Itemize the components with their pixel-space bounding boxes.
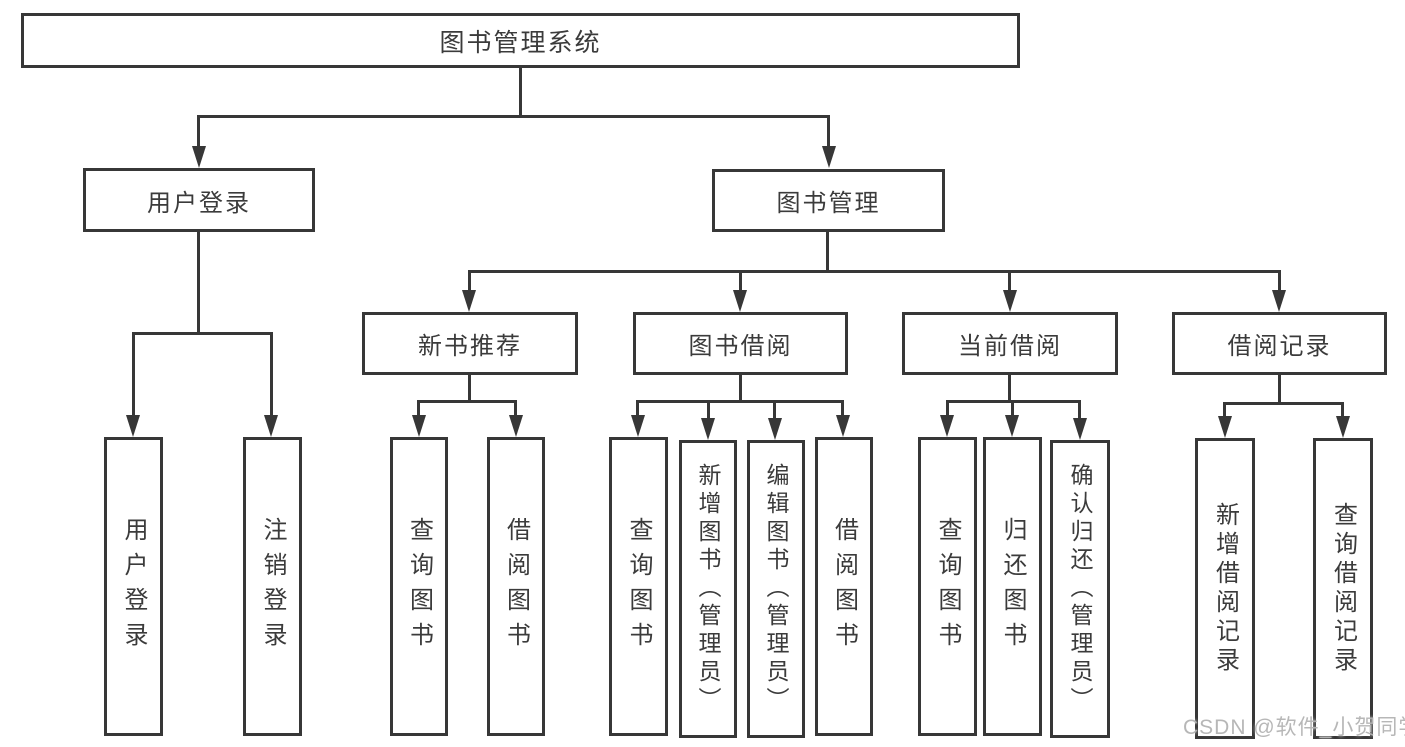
connector-stub-user-login [197,231,200,335]
arrow-down-icon-borrow-books-1 [509,415,523,437]
node-v-return-books-label: 归还图书 [999,516,1026,657]
node-v-query-books-1: 查询图书 [390,437,448,736]
connector-bar-book-mgmt [468,270,1281,273]
node-v-query-books-2: 查询图书 [609,437,668,736]
connector-drop-book-mgmt [827,115,830,150]
connector-bar-borrow-records [1223,402,1344,405]
connector-stub-book-borrow [739,374,742,403]
node-v-borrow-books-1: 借阅图书 [487,437,545,736]
connector-drop-borrow-records [1278,270,1281,294]
arrow-down-icon-return-books [1005,415,1019,437]
arrow-down-icon-new-book-rec [462,290,476,312]
connector-drop-v-user-login [132,332,135,419]
connector-drop-query-books-3 [946,400,949,418]
arrow-down-icon-query-books-2 [631,415,645,437]
node-book-mgmt-label: 图书管理 [776,190,881,217]
node-v-add-books: 新增图书（管理员） [679,440,737,738]
node-book-mgmt: 图书管理 [712,169,945,232]
arrow-down-icon-query-books-3 [940,415,954,437]
connector-drop-borrow-books-2 [841,400,844,418]
connector-drop-add-borrow-record [1223,402,1226,419]
node-v-borrow-books-2-label: 借阅图书 [830,516,858,657]
connector-drop-current-borrow [1008,270,1011,294]
node-v-user-login-label: 用户登录 [120,516,147,657]
node-root-label: 图书管理系统 [439,28,602,57]
connector-drop-borrow-books-1 [514,400,517,418]
node-v-confirm-return-label: 确认归还（管理员） [1067,463,1093,715]
connector-stub-new-book-rec [468,374,471,403]
node-v-query-books-1-label: 查询图书 [405,516,433,657]
connector-stub-book-mgmt [826,231,829,272]
node-current-borrow-label: 当前借阅 [958,333,1062,360]
node-v-query-borrow-record-label: 查询借阅记录 [1329,501,1357,676]
node-v-return-books: 归还图书 [983,437,1042,736]
node-v-logout-label: 注销登录 [259,516,286,657]
node-borrow-records-label: 借阅记录 [1227,333,1332,360]
connector-drop-query-books-1 [417,400,420,418]
arrow-down-icon-confirm-return [1073,418,1087,440]
node-v-edit-books-label: 编辑图书（管理员） [763,463,789,715]
connector-drop-confirm-return [1078,400,1081,421]
node-root: 图书管理系统 [21,13,1020,68]
node-book-borrow: 图书借阅 [633,312,848,375]
arrow-down-icon-query-books-1 [412,415,426,437]
watermark: CSDN @软件_小贺同学 [1183,716,1405,739]
arrow-down-icon-book-mgmt [822,146,836,168]
arrow-down-icon-user-login [192,146,206,168]
connector-drop-query-borrow-record [1341,402,1344,419]
connector-stub-borrow-records [1278,374,1281,405]
connector-bar-root [197,115,830,118]
connector-drop-query-books-2 [636,400,639,418]
node-v-query-borrow-record: 查询借阅记录 [1313,438,1373,739]
arrow-down-icon-v-user-login [126,415,140,437]
node-v-query-books-3: 查询图书 [918,437,977,736]
node-v-edit-books: 编辑图书（管理员） [747,440,805,738]
connector-drop-user-login [197,115,200,150]
node-v-add-borrow-record-label: 新增借阅记录 [1211,501,1239,676]
node-v-query-books-2-label: 查询图书 [625,516,652,657]
connector-drop-edit-books [773,400,776,421]
connector-bar-user-login [132,332,273,335]
arrow-down-icon-borrow-records [1272,290,1286,312]
node-v-query-books-3-label: 查询图书 [934,516,961,657]
arrow-down-icon-add-borrow-record [1218,416,1232,438]
node-v-borrow-books-2: 借阅图书 [815,437,873,736]
arrow-down-icon-current-borrow [1003,290,1017,312]
node-new-book-rec-label: 新书推荐 [418,333,522,360]
connector-drop-book-borrow [739,270,742,294]
node-new-book-rec: 新书推荐 [362,312,578,375]
connector-stub-root [519,66,522,118]
arrow-down-icon-add-books [701,418,715,440]
connector-drop-new-book-rec [468,270,471,294]
node-v-logout: 注销登录 [243,437,302,736]
connector-stub-current-borrow [1008,374,1011,403]
arrow-down-icon-edit-books [768,418,782,440]
node-current-borrow: 当前借阅 [902,312,1118,375]
connector-drop-return-books [1011,400,1014,418]
node-user-login: 用户登录 [83,168,315,232]
arrow-down-icon-v-logout [264,415,278,437]
node-user-login-label: 用户登录 [147,189,251,217]
connector-drop-v-logout [270,332,273,419]
node-book-borrow-label: 图书借阅 [688,333,793,360]
node-v-confirm-return: 确认归还（管理员） [1050,440,1110,738]
node-borrow-records: 借阅记录 [1172,312,1387,375]
arrow-down-icon-borrow-books-2 [836,415,850,437]
node-v-add-borrow-record: 新增借阅记录 [1195,438,1255,739]
connector-drop-add-books [707,400,710,421]
arrow-down-icon-query-borrow-record [1336,416,1350,438]
node-v-user-login: 用户登录 [104,437,163,736]
connector-bar-book-borrow [636,400,844,403]
arrow-down-icon-book-borrow [733,290,747,312]
node-v-add-books-label: 新增图书（管理员） [695,463,721,715]
node-v-borrow-books-1-label: 借阅图书 [502,516,530,657]
connector-bar-new-book-rec [417,400,517,403]
